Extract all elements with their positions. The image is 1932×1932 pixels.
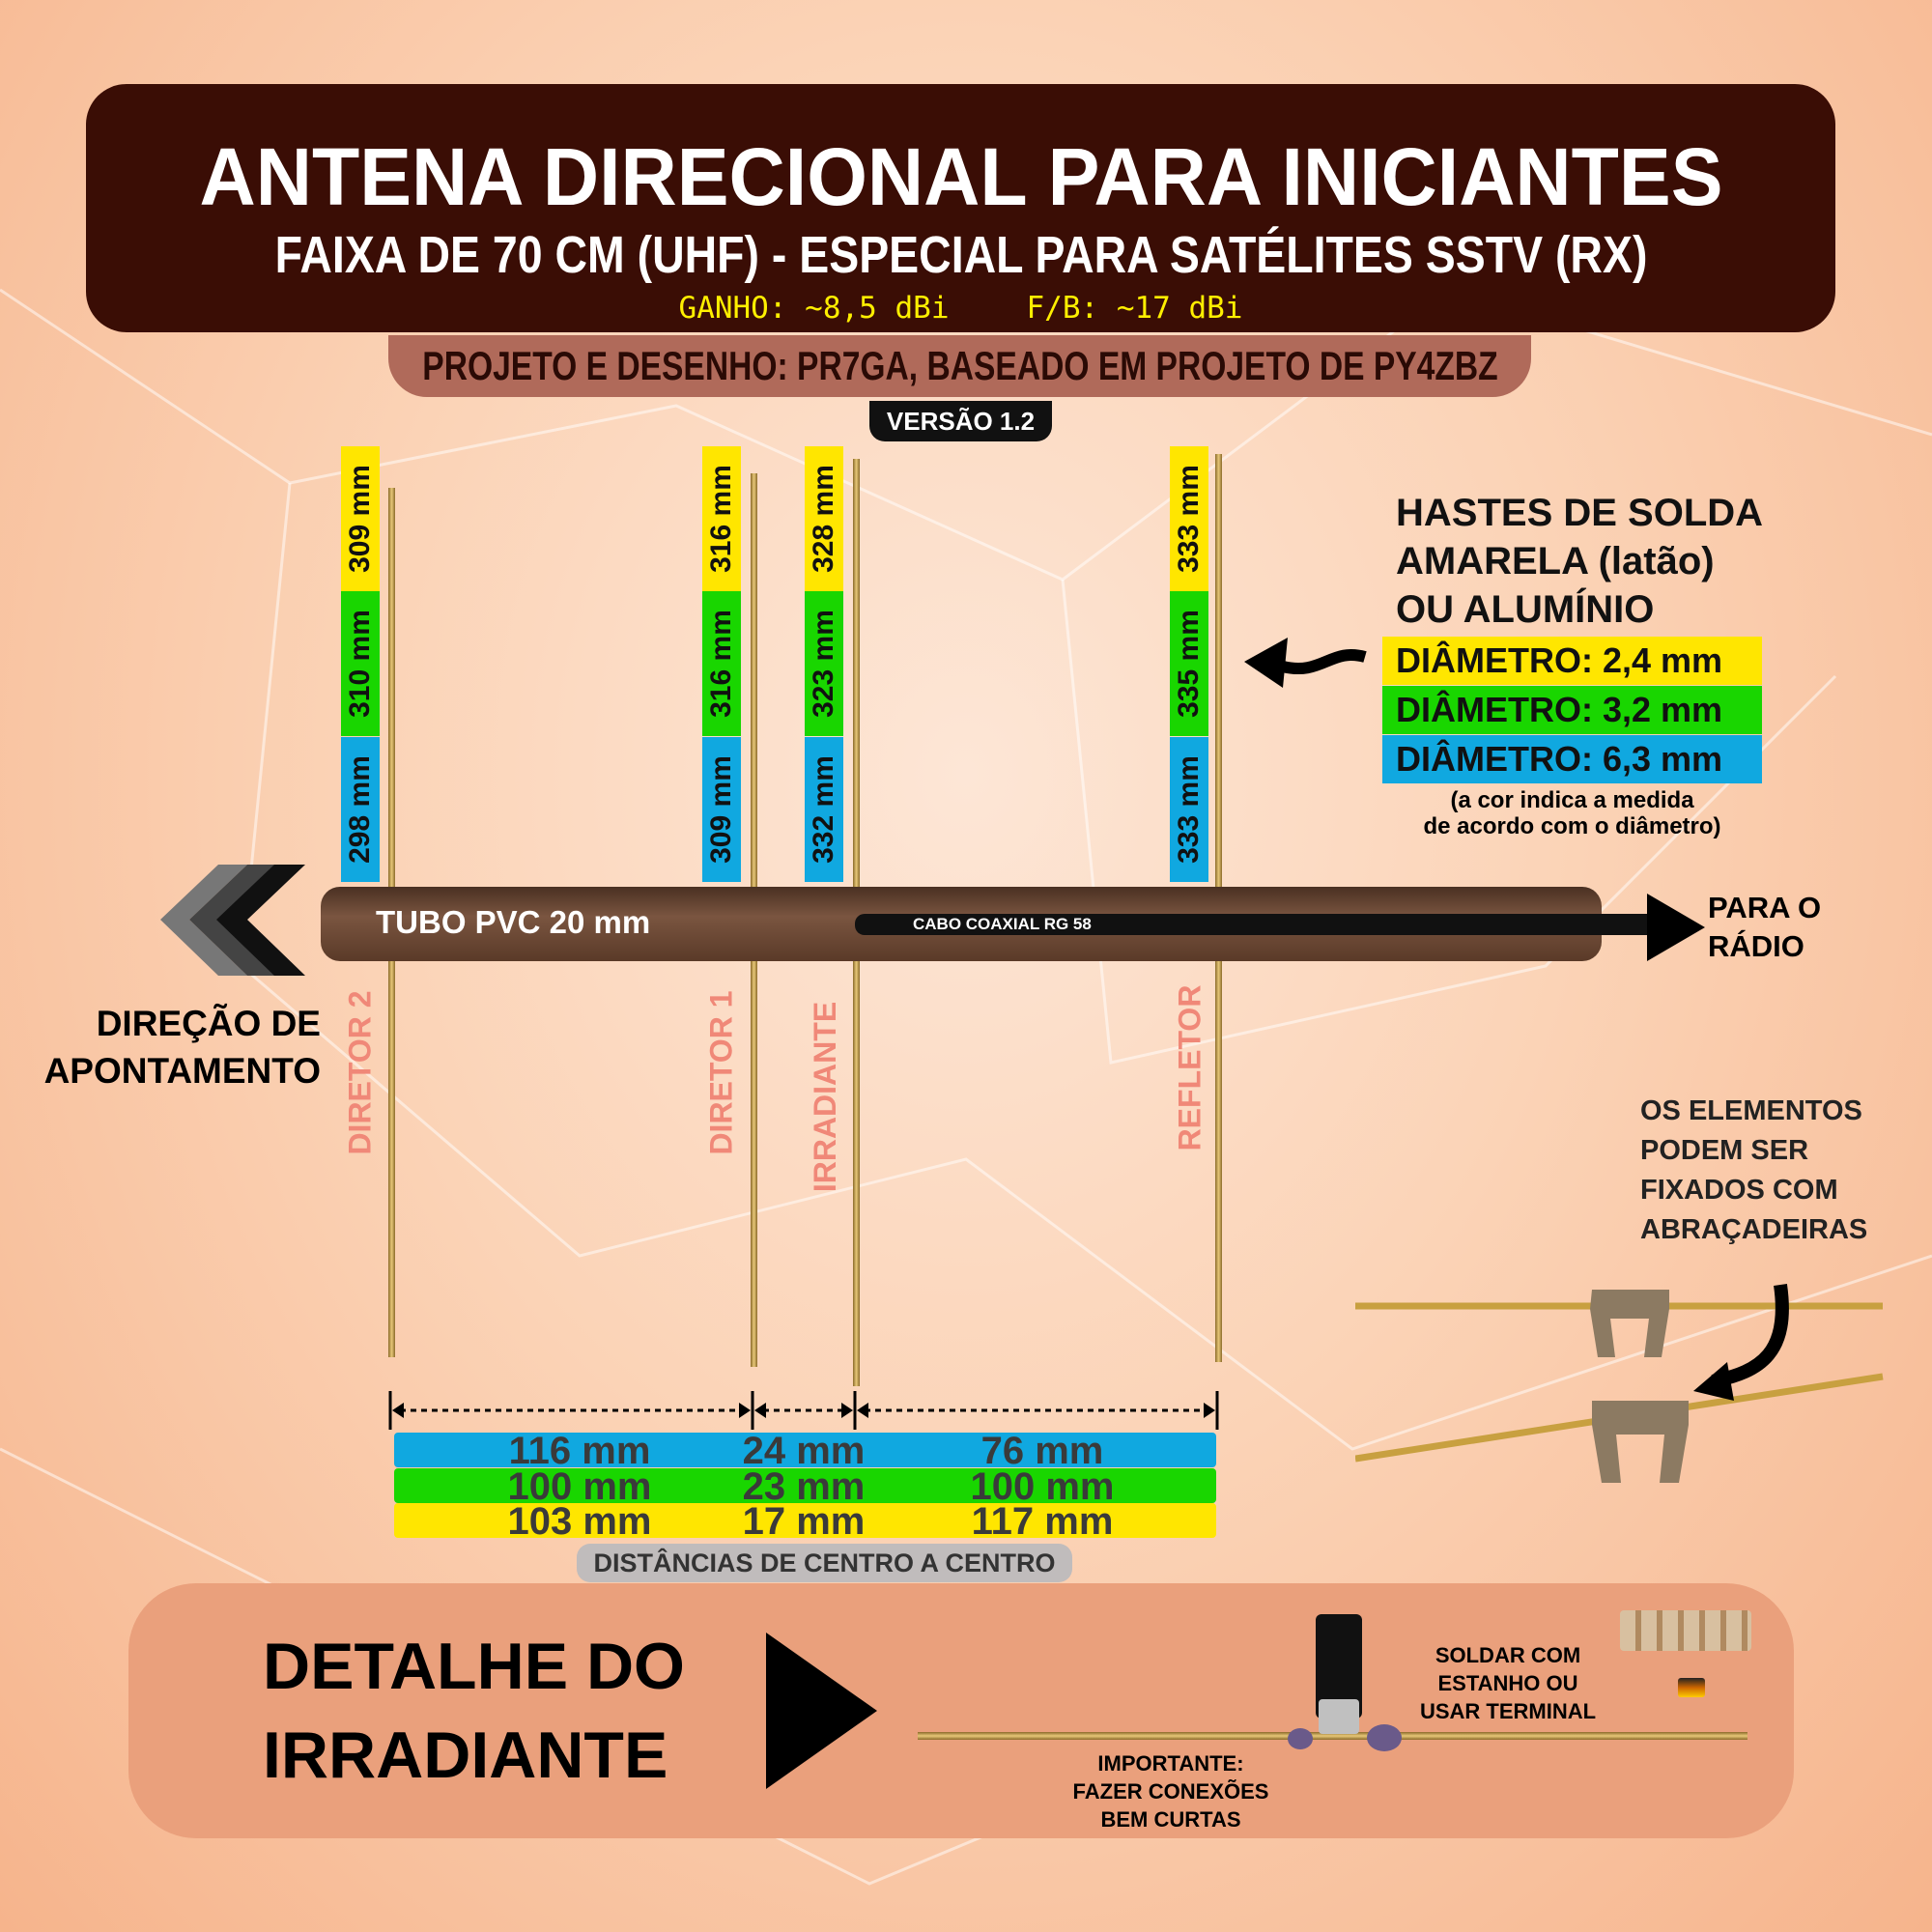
length-yellow: 328 mm [805,446,843,591]
length-green: 323 mm [805,591,843,736]
distance-row-green: 100 mm 23 mm 100 mm [394,1465,1216,1508]
boom-label: TUBO PVC 20 mm [376,904,651,940]
legend-diameter-2-4: DIÂMETRO: 2,4 mm [1382,637,1762,685]
label-radiator: IRRADIANTE [808,1001,843,1192]
specs: GANHO: ~8,5 dBi F/B: ~17 dBi [86,291,1835,326]
credits-text: PROJETO E DESENHO: PR7GA, BASEADO EM PRO… [421,343,1498,388]
distance-arrows [388,1391,1219,1430]
gain: GANHO: ~8,5 dBi [678,291,950,326]
header: ANTENA DIRECIONAL PARA INICIANTES FAIXA … [86,84,1835,332]
legend-diameter-3-2: DIÂMETRO: 3,2 mm [1382,686,1762,734]
front-back-ratio: F/B: ~17 dBi [1026,291,1243,326]
distance-rad-ref: 100 mm [970,1465,1115,1508]
distance-d2-d1: 116 mm [508,1430,651,1472]
length-green: 316 mm [702,591,741,736]
length-blue: 298 mm [341,737,380,882]
chevrons-left-icon [160,865,305,976]
distance-d1-rad: 24 mm [742,1430,866,1472]
label-director-2: DIRETOR 2 [342,989,378,1155]
coax-cable: CABO COAXIAL RG 58 [855,914,1657,935]
distance-rad-ref: 117 mm [971,1500,1114,1543]
length-blue: 332 mm [805,737,843,882]
distance-rad-ref: 76 mm [980,1430,1104,1472]
length-blue: 333 mm [1170,737,1208,882]
terminal-strip [1620,1610,1751,1651]
coax-shield [1319,1699,1359,1734]
solder-joint [1288,1728,1313,1749]
length-green: 335 mm [1170,591,1208,736]
cable-label: CABO COAXIAL RG 58 [913,915,1092,933]
page-title: ANTENA DIRECIONAL PARA INICIANTES [198,131,1723,222]
clamp-illustration [1355,1284,1884,1483]
length-yellow: 309 mm [341,446,380,591]
version-badge: VERSÃO 1.2 [869,401,1052,441]
label-reflector: REFLETOR [1172,984,1208,1151]
distance-d2-d1: 100 mm [507,1465,652,1508]
length-yellow: 316 mm [702,446,741,591]
solder-joint [1367,1724,1402,1751]
label-director-1: DIRETOR 1 [703,989,739,1155]
detail-rod [918,1732,1747,1740]
page-subtitle: FAIXA DE 70 CM (UHF) - ESPECIAL PARA SAT… [274,226,1647,284]
distance-row-blue: 116 mm 24 mm 76 mm [394,1430,1216,1472]
distance-d1-rad: 17 mm [742,1500,866,1543]
distances-caption: DISTÂNCIAS DE CENTRO A CENTRO [577,1544,1072,1582]
distance-d2-d1: 103 mm [507,1500,652,1543]
arrow-right-icon [1647,894,1705,961]
terminal [1678,1678,1705,1697]
big-arrow-right-icon [766,1633,877,1789]
arrow-left-icon [1244,638,1367,688]
credits-bar: PROJETO E DESENHO: PR7GA, BASEADO EM PRO… [388,335,1531,397]
legend-diameter-6-3: DIÂMETRO: 6,3 mm [1382,735,1762,783]
length-blue: 309 mm [702,737,741,882]
distance-row-yellow: 103 mm 17 mm 117 mm [394,1500,1216,1543]
length-green: 310 mm [341,591,380,736]
distance-d1-rad: 23 mm [742,1465,866,1508]
length-yellow: 333 mm [1170,446,1208,591]
